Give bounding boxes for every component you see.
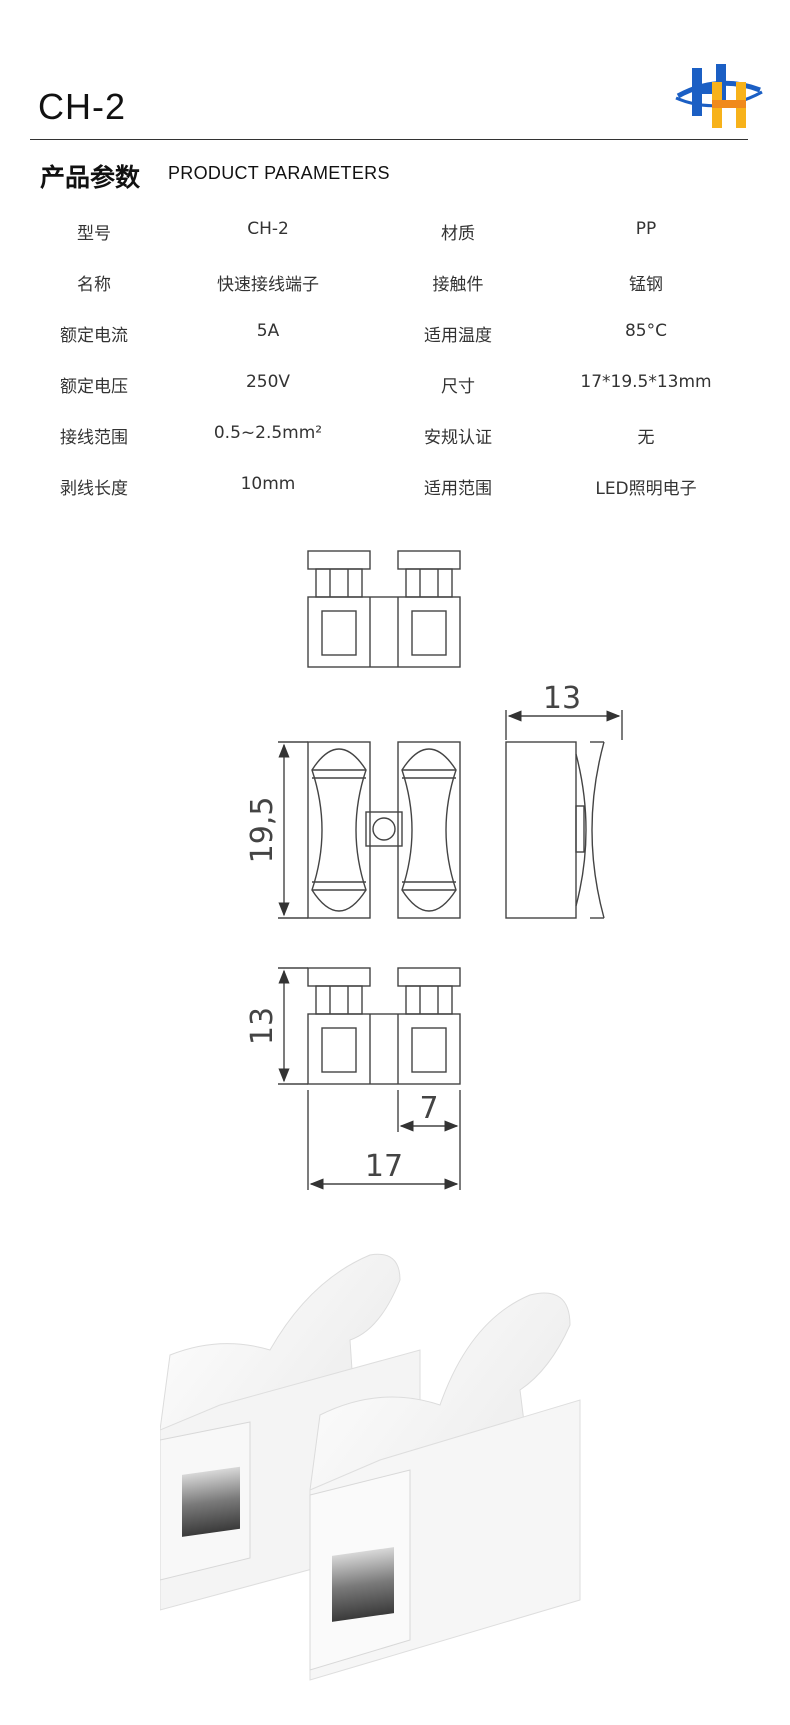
param-label: 材质 bbox=[441, 224, 475, 244]
dim-height-label: 13 bbox=[245, 1007, 280, 1045]
param-row: 型号 CH-2 材质 PP bbox=[0, 207, 790, 258]
section-title-en: PRODUCT PARAMETERS bbox=[168, 163, 390, 183]
param-value: PP bbox=[635, 219, 657, 239]
hh-logo-icon bbox=[675, 64, 763, 128]
param-label: 额定电流 bbox=[60, 326, 128, 346]
param-value: 锰钢 bbox=[629, 275, 663, 295]
dim-half-width-label: 7 bbox=[419, 1091, 438, 1126]
param-value: 5A bbox=[256, 321, 280, 341]
param-row: 额定电流 5A 适用温度 85°C bbox=[0, 309, 790, 360]
param-row: 剥线长度 10mm 适用范围 LED照明电子 bbox=[0, 462, 790, 513]
param-value: CH-2 bbox=[247, 219, 289, 239]
connector-right bbox=[309, 1292, 581, 1681]
param-value: 250V bbox=[245, 372, 291, 392]
param-row: 接线范围 0.5~2.5mm² 安规认证 无 bbox=[0, 411, 790, 462]
param-row: 额定电压 250V 尺寸 17*19.5*13mm bbox=[0, 360, 790, 411]
front-view bbox=[278, 741, 461, 919]
dim-width-label: 17 bbox=[365, 1149, 403, 1184]
param-label: 尺寸 bbox=[441, 377, 475, 397]
param-value: LED照明电子 bbox=[595, 479, 697, 499]
parameter-table: 型号 CH-2 材质 PP 名称 快速接线端子 接触件 锰钢 额定电流 5A 适… bbox=[0, 207, 790, 513]
dim-depth-label: 13 bbox=[543, 681, 581, 716]
bottom-view bbox=[278, 967, 461, 1190]
param-value: 快速接线端子 bbox=[217, 275, 319, 295]
param-label: 剥线长度 bbox=[60, 479, 128, 499]
param-value: 无 bbox=[637, 428, 655, 448]
param-value: 17*19.5*13mm bbox=[580, 372, 712, 392]
dim-length-label: 19,5 bbox=[245, 797, 280, 864]
param-label: 适用温度 bbox=[424, 326, 492, 346]
param-label: 安规认证 bbox=[424, 428, 492, 448]
model-title: CH-2 bbox=[38, 86, 127, 127]
param-label: 适用范围 bbox=[424, 479, 492, 499]
technical-drawing: 13 19,5 13 7 17 bbox=[245, 550, 623, 1190]
side-view bbox=[505, 710, 623, 919]
header-divider bbox=[30, 139, 748, 140]
param-label: 型号 bbox=[77, 224, 111, 244]
param-value: 0.5~2.5mm² bbox=[213, 423, 323, 443]
product-photo bbox=[160, 1253, 581, 1681]
param-value: 10mm bbox=[240, 474, 296, 494]
param-label: 接线范围 bbox=[60, 428, 128, 448]
top-view bbox=[307, 550, 461, 668]
param-row: 名称 快速接线端子 接触件 锰钢 bbox=[0, 258, 790, 309]
param-value: 85°C bbox=[624, 321, 668, 341]
param-label: 名称 bbox=[77, 275, 111, 295]
param-label: 额定电压 bbox=[60, 377, 128, 397]
section-title-cn: 产品参数 bbox=[40, 163, 141, 192]
param-label: 接触件 bbox=[432, 275, 484, 295]
